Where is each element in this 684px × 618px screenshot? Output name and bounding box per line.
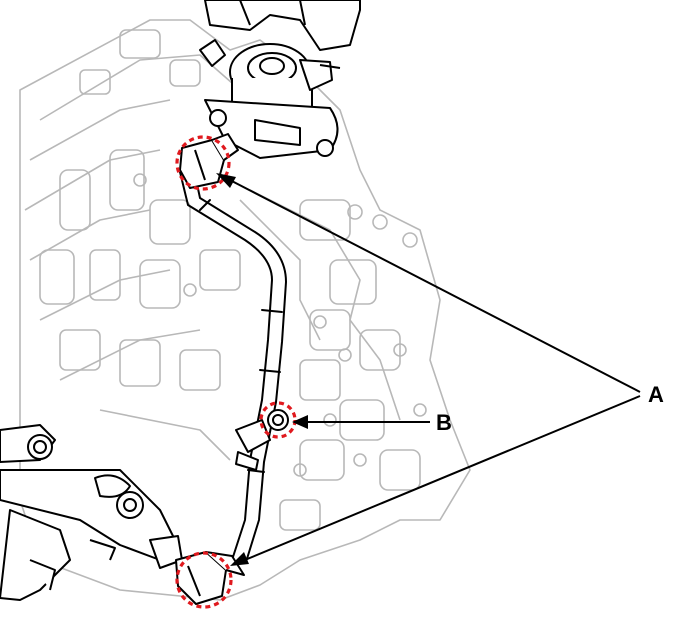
leader-a-upper <box>225 177 641 393</box>
arrowhead-b <box>292 415 308 429</box>
bracket-bolt <box>267 409 289 431</box>
arrowhead-a-upper <box>216 173 236 188</box>
leader-lines <box>225 177 641 563</box>
high-pressure-pump <box>199 0 361 159</box>
highlight-bracket-bolt <box>259 401 297 439</box>
arrowhead-a-lower <box>230 552 249 566</box>
callout-label-a: A <box>648 382 664 407</box>
fuel-rail <box>0 424 183 601</box>
arrowheads <box>216 173 308 566</box>
highlight-lower-fitting <box>175 551 233 609</box>
callout-label-b: B <box>436 410 452 435</box>
leader-a-lower <box>239 395 641 563</box>
highlight-upper-fitting <box>175 135 231 191</box>
highlight-circles <box>175 135 297 609</box>
fuel-pipe <box>179 169 287 563</box>
